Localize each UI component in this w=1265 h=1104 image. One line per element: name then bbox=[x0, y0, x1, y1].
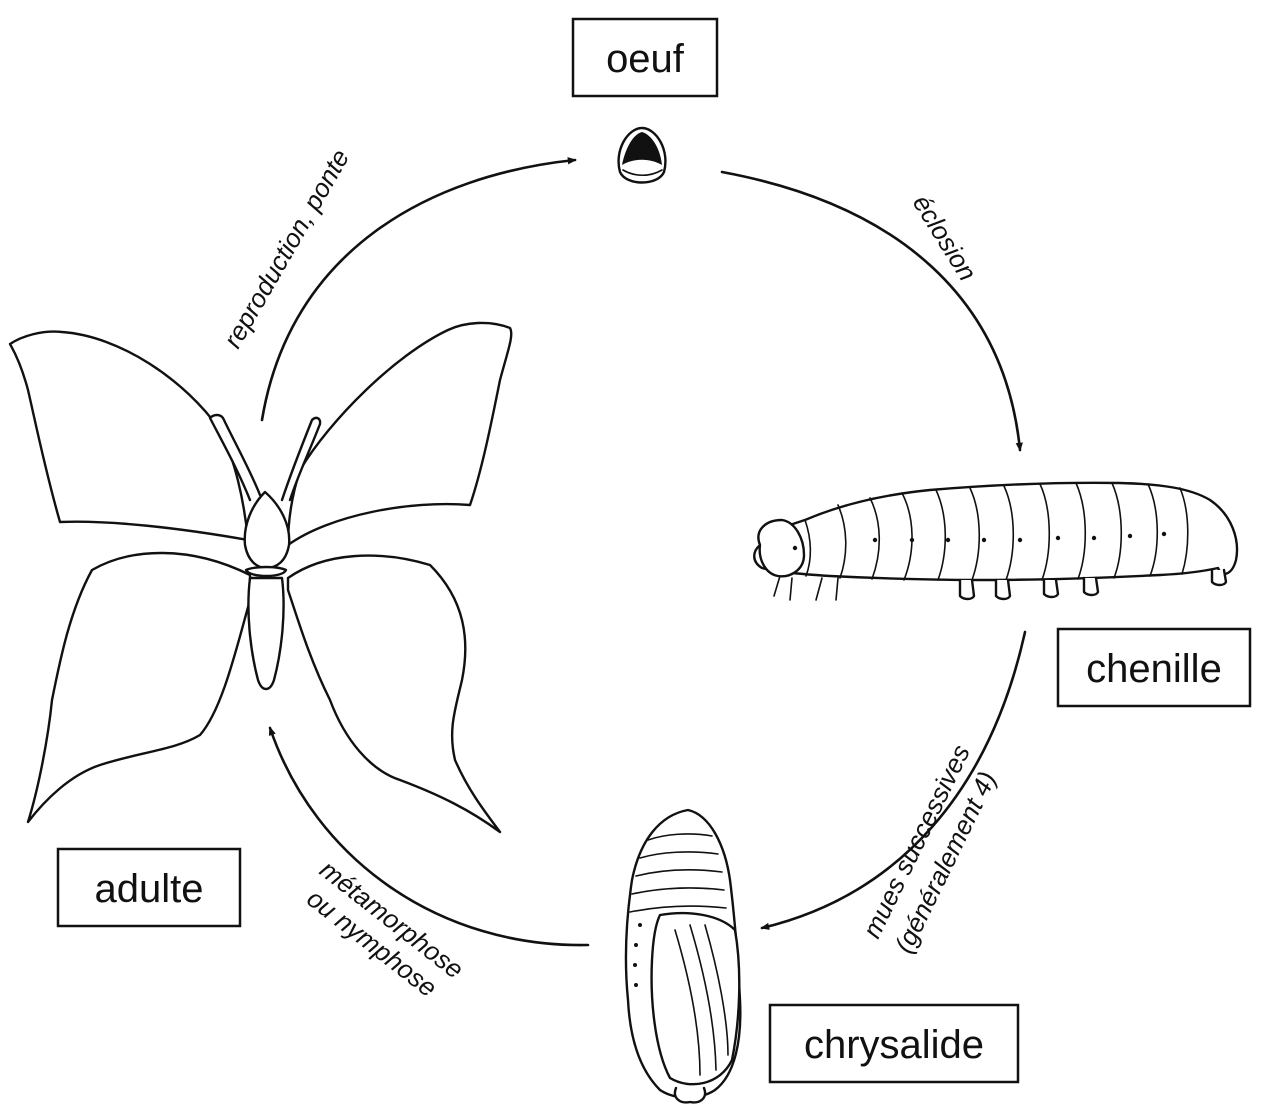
label-hatching: éclosion bbox=[907, 189, 983, 286]
butterfly-illustration bbox=[10, 323, 511, 832]
stage-box-chrysalis: chrysalide bbox=[770, 1005, 1018, 1082]
egg-illustration bbox=[619, 128, 666, 183]
stage-label-caterpillar: chenille bbox=[1086, 647, 1222, 691]
stage-box-caterpillar: chenille bbox=[1058, 629, 1250, 706]
label-reproduction: reproduction, ponte bbox=[217, 144, 355, 353]
stage-box-adult: adulte bbox=[58, 849, 240, 926]
arrow-hatching bbox=[722, 172, 1020, 450]
caterpillar-illustration bbox=[754, 483, 1237, 600]
stage-label-egg: oeuf bbox=[606, 37, 685, 81]
chrysalis-illustration bbox=[626, 810, 740, 1102]
stage-box-egg: oeuf bbox=[573, 19, 717, 96]
stage-label-adult: adulte bbox=[95, 867, 204, 911]
stage-label-chrysalis: chrysalide bbox=[804, 1023, 984, 1067]
